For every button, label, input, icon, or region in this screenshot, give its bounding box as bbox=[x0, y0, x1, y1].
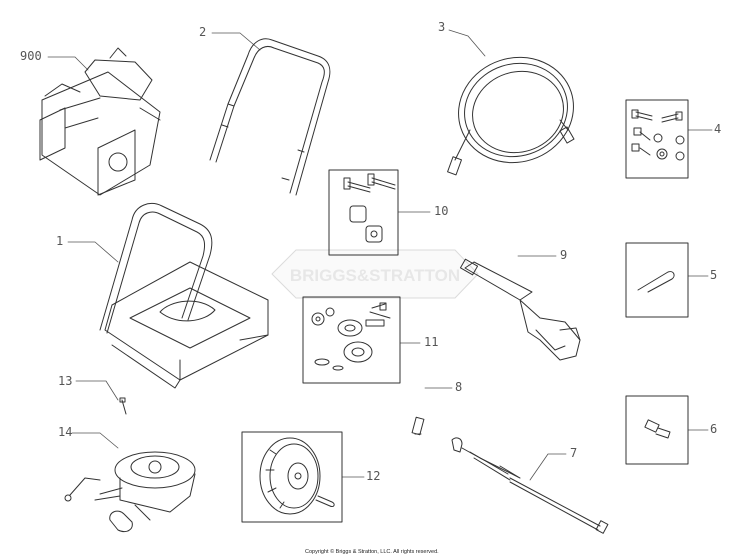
part-number-11: 11 bbox=[424, 335, 439, 349]
part-number-9: 9 bbox=[560, 248, 568, 262]
part-number-10: 10 bbox=[434, 204, 449, 218]
handle-drawing bbox=[209, 38, 331, 196]
part-number-13: 13 bbox=[58, 374, 73, 388]
nozzle-drawing bbox=[411, 416, 425, 436]
bolts-nuts-drawing bbox=[631, 109, 685, 161]
part-number-5: 5 bbox=[710, 268, 718, 282]
kit-box-4 bbox=[625, 99, 689, 179]
kit-box-5 bbox=[625, 242, 689, 318]
part-number-14: 14 bbox=[58, 425, 73, 439]
spray-wand-drawing bbox=[451, 437, 609, 534]
hairpin-clip-drawing bbox=[637, 271, 675, 293]
part-number-1: 1 bbox=[56, 234, 64, 248]
kit-box-6 bbox=[625, 395, 689, 465]
kit-box-12 bbox=[241, 431, 343, 523]
part-number-6: 6 bbox=[710, 422, 718, 436]
copyright-notice: Copyright © Briggs & Stratton, LLC. All … bbox=[305, 549, 439, 555]
fitting-drawing bbox=[644, 419, 671, 439]
kit-box-11 bbox=[302, 296, 401, 384]
part-number-900: 900 bbox=[20, 49, 42, 63]
handle-bolts-kit-drawing bbox=[343, 173, 396, 243]
hose-drawing bbox=[447, 56, 575, 176]
brand-watermark: BRIGGS&STRATTON bbox=[271, 249, 479, 299]
part-number-2: 2 bbox=[199, 25, 207, 39]
part-number-4: 4 bbox=[714, 122, 722, 136]
wheel-drawing bbox=[259, 437, 335, 515]
spray-gun-drawing bbox=[459, 258, 581, 361]
part-number-3: 3 bbox=[438, 20, 446, 34]
frame-drawing bbox=[99, 203, 269, 389]
kit-box-10 bbox=[328, 169, 399, 256]
pump-drawing bbox=[64, 451, 196, 533]
engine-drawing bbox=[39, 47, 161, 196]
part-number-8: 8 bbox=[455, 380, 463, 394]
wheel-hardware-kit-drawing bbox=[311, 302, 391, 371]
part-number-12: 12 bbox=[366, 469, 381, 483]
part-number-7: 7 bbox=[570, 446, 578, 460]
leader-lines bbox=[47, 29, 713, 481]
pin-drawing bbox=[119, 397, 127, 415]
watermark-text: BRIGGS&STRATTON bbox=[290, 266, 460, 285]
